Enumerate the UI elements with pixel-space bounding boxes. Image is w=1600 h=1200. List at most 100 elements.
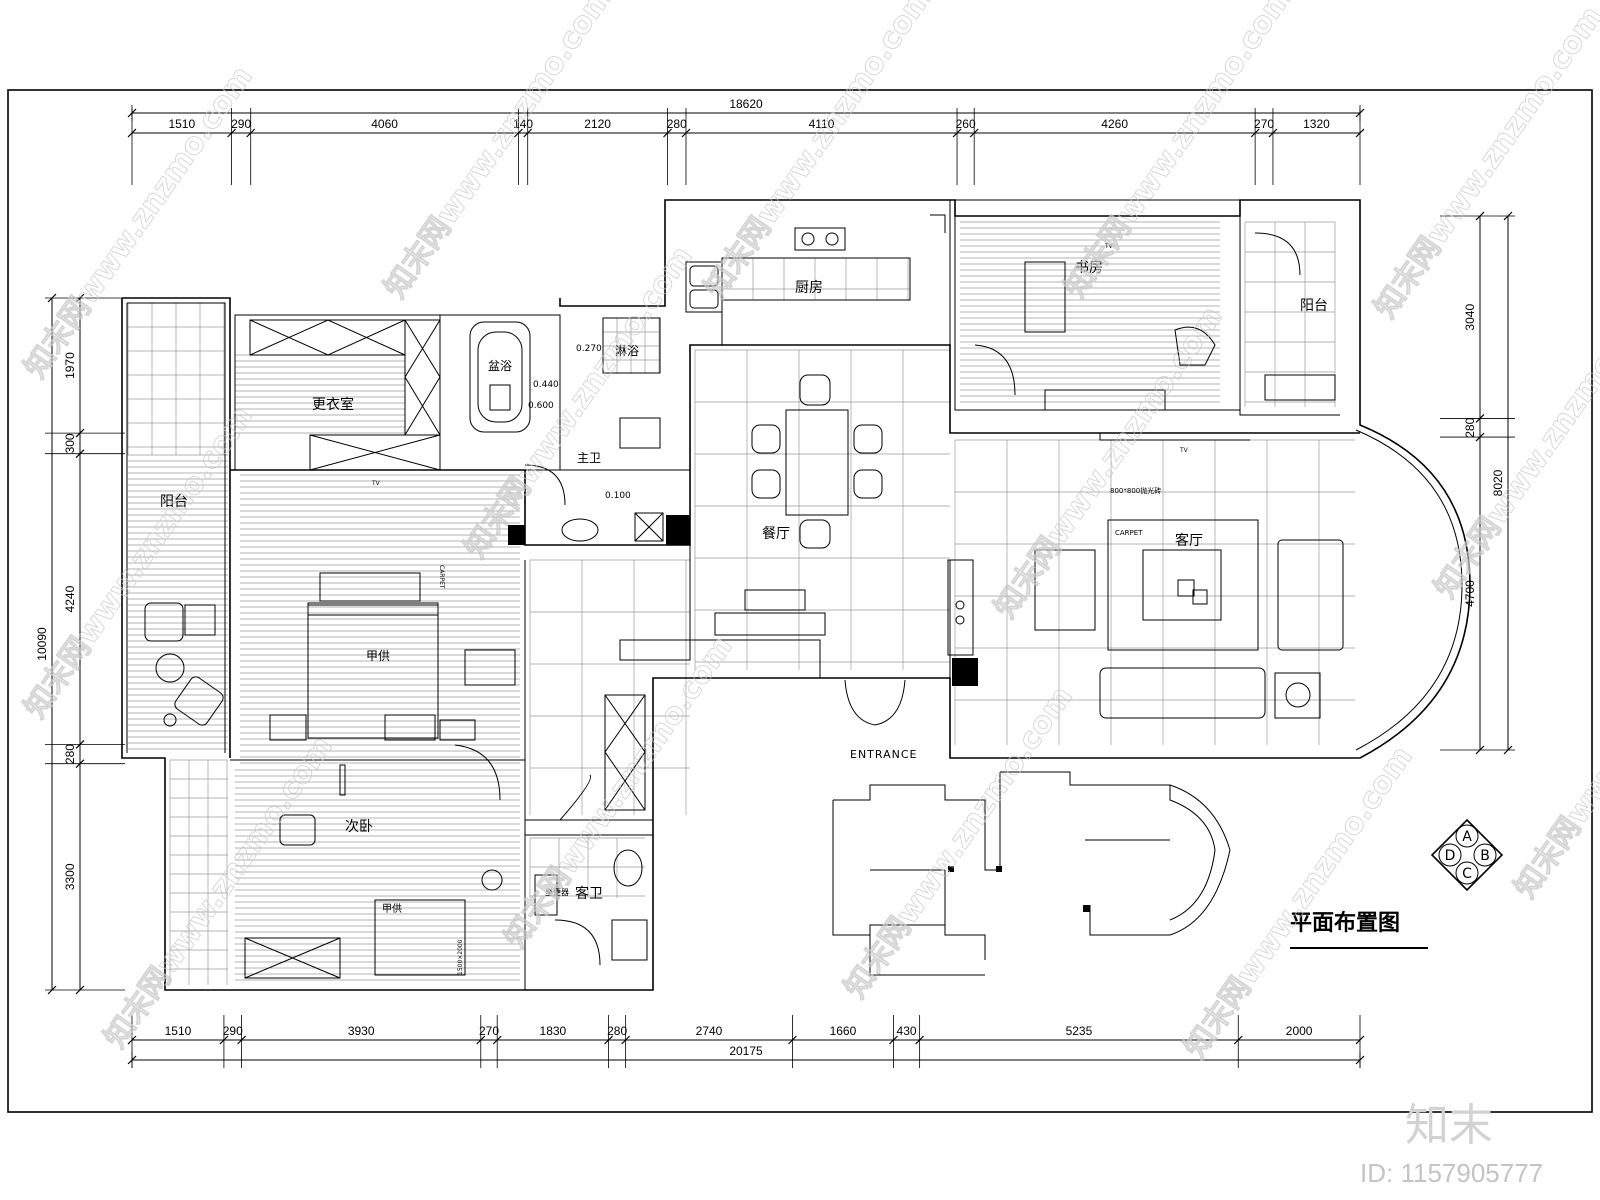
site-watermark: 知末网www.znzmo.com (698, 0, 940, 305)
site-watermark: 知末网www.znzmo.com (1508, 580, 1600, 905)
dim-right-label-1: 280 (1463, 417, 1477, 437)
dim-left-label-4: 3300 (63, 863, 77, 890)
dim-top-label-9: 270 (1254, 117, 1274, 131)
site-watermark: 知末网www.znzmo.com (1178, 740, 1420, 1065)
site-watermark: 知末网www.znzmo.com (498, 630, 740, 955)
dim-left-total-tick-1 (47, 985, 57, 995)
dim-bottom-tick-0 (127, 1035, 137, 1045)
dim-top-label-8: 4260 (1101, 117, 1128, 131)
level-0600: 0.600 (528, 401, 554, 411)
dim-top-tick-3 (514, 128, 523, 138)
dim-top-label-10: 1320 (1303, 117, 1330, 131)
dim-top-total-tick-0 (127, 108, 137, 118)
dim-bottom-total: 20175 (729, 1044, 763, 1058)
dim-bottom-label-0: 1510 (165, 1024, 192, 1038)
dim-top-tick-7 (952, 128, 962, 138)
dim-bottom-tick-3 (476, 1035, 486, 1045)
carpet-bed: CARPET (438, 565, 445, 589)
structural-columns (508, 515, 978, 686)
dim-bottom-tick-9 (915, 1035, 925, 1045)
dim-top-tick-2 (246, 128, 256, 138)
dim-right-total: 8020 (1491, 469, 1505, 496)
dim-right-tick-1 (1475, 413, 1485, 423)
site-watermark: 知末网www.znzmo.com (98, 730, 340, 1055)
dim-left-label-2: 4240 (63, 585, 77, 612)
label-living: 客厅 (1175, 532, 1203, 549)
dim-bottom-label-1: 290 (223, 1024, 243, 1038)
dim-left-tick-2 (75, 449, 85, 459)
site-watermark: 知末网www.znzmo.com (18, 60, 260, 385)
label-balcony-left: 阳台 (160, 494, 188, 510)
id-watermark: ID: 1157905777 (1360, 1158, 1543, 1188)
brand-watermark: 知末 (1405, 1100, 1493, 1151)
compass-c: C (1462, 866, 1472, 882)
dim-bottom-label-4: 1830 (540, 1024, 567, 1038)
site-watermark: 知末网www.znzmo.com (1368, 0, 1600, 325)
dim-bottom-label-5: 280 (607, 1024, 627, 1038)
dim-top-label-4: 2120 (584, 117, 611, 131)
furniture (144, 214, 1344, 979)
tv-living: TV (1179, 447, 1189, 454)
label-guest-bath: 客卫 (575, 885, 603, 902)
site-watermark: 知末网www.znzmo.com (1428, 280, 1600, 605)
dim-bottom-tick-8 (889, 1035, 898, 1045)
dim-top-label-6: 4110 (809, 117, 835, 131)
dim-top-label-2: 4060 (371, 117, 398, 131)
dim-bottom-label-3: 270 (479, 1024, 499, 1038)
dim-top-tick-4 (523, 128, 533, 138)
dim-bottom-label-10: 2000 (1286, 1024, 1313, 1038)
label-bed-master: 甲供 (366, 649, 390, 663)
dim-bottom-tick-5 (604, 1035, 614, 1045)
label-study: 书房 (1075, 260, 1103, 276)
site-watermark: 知末网www.znzmo.com (988, 300, 1230, 625)
dim-top-label-0: 1510 (168, 117, 195, 131)
dim-top-total-tick-1 (1355, 108, 1365, 118)
key-plan (832, 771, 1231, 976)
label-dining: 餐厅 (762, 526, 790, 542)
site-watermark: 知末网www.znzmo.com (838, 680, 1080, 1005)
dim-right-tick-0 (1475, 211, 1485, 221)
compass-d: D (1445, 848, 1456, 864)
label-shower: 淋浴 (615, 344, 639, 358)
drawing-frame (7, 89, 1593, 1113)
dim-right-total-tick-0 (1503, 211, 1513, 221)
entrance-label: ENTRANCE (850, 748, 917, 761)
dim-top-tick-0 (127, 128, 137, 138)
dim-bottom-label-7: 1660 (830, 1024, 857, 1038)
room-labels: 厨房 书房 阳台 更衣室 盆浴 淋浴 主卫 阳台 餐厅 客厅 甲供 次卧 甲供 … (160, 260, 1328, 915)
site-watermark: 知末网www.znzmo.com (458, 240, 700, 565)
level-0100: 0.100 (605, 491, 631, 501)
dim-left-tick-5 (75, 985, 85, 995)
dim-bottom-total-tick-0 (127, 1055, 137, 1065)
dim-top-tick-10 (1268, 128, 1278, 138)
label-second-bedroom: 次卧 (345, 819, 373, 835)
dim-top-tick-9 (1250, 128, 1260, 138)
dim-top-tick-6 (681, 128, 691, 138)
dim-left-tick-1 (75, 428, 85, 438)
dim-top-tick-1 (227, 128, 237, 138)
dim-left-label-0: 1970 (63, 352, 77, 379)
compass-a: A (1462, 829, 1472, 845)
level-0270: 0.270 (576, 344, 602, 354)
dim-bottom-tick-4 (492, 1035, 502, 1045)
dim-bottom-tick-1 (219, 1035, 229, 1045)
dim-left-total: 10090 (35, 627, 49, 661)
dim-top-tick-8 (969, 128, 979, 138)
dim-left-total-tick-0 (47, 293, 57, 303)
dim-bottom-label-9: 5235 (1066, 1024, 1093, 1038)
label-balcony-right: 阳台 (1300, 298, 1328, 314)
dim-left-label-1: 300 (63, 433, 77, 453)
dim-top-total: 18620 (729, 97, 763, 111)
dim-left-tick-3 (75, 740, 85, 749)
wood-floor-hatching (128, 221, 1220, 981)
compass-b: B (1480, 848, 1490, 864)
walls (121, 199, 1471, 991)
dim-top-tick-11 (1355, 128, 1365, 138)
dim-bottom-tick-10 (1233, 1035, 1243, 1045)
site-watermark: 知末网www.znzmo.com (18, 400, 260, 725)
dim-top-tick-5 (663, 128, 672, 138)
label-closet: 更衣室 (312, 396, 354, 413)
carpet-living: CARPET (1115, 529, 1143, 537)
